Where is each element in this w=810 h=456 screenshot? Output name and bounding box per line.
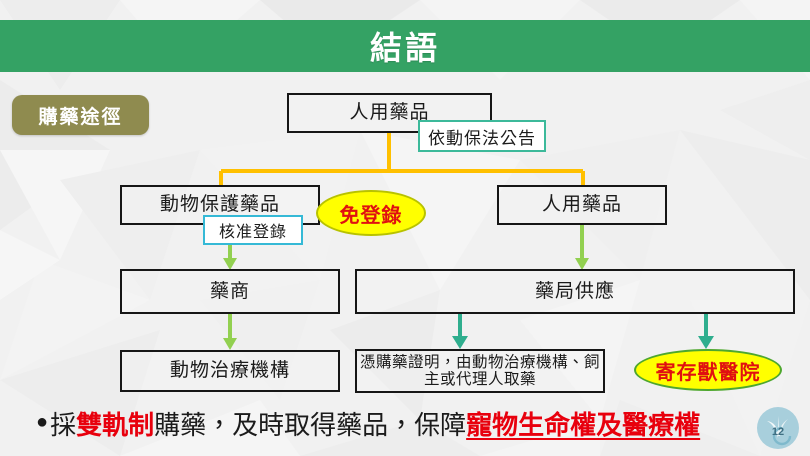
box-drug-dealer: 藥商 (120, 269, 340, 314)
note-approval-registration: 核准登錄 (203, 215, 303, 245)
conclusion-highlight-pet-rights: 寵物生命權及醫療權 (466, 410, 701, 440)
box-pharmacy-supply: 藥局供應 (355, 269, 795, 314)
ellipse-no-registration: 免登錄 (316, 190, 426, 236)
section-badge-purchase-route: 購藥途徑 (12, 95, 149, 135)
note-animal-protection-act-announcement: 依動保法公告 (418, 120, 546, 152)
ellipse-deposit-vet-hospital: 寄存獸醫院 (634, 349, 782, 391)
organization-logo-icon (756, 406, 800, 450)
conclusion-part-1: 採 (50, 410, 77, 440)
conclusion-highlight-dual-track: 雙軌制 (76, 410, 155, 440)
box-purchase-proof-note: 憑購藥證明，由動物治療機構、飼主或代理人取藥 (355, 349, 605, 393)
box-animal-treatment-institution: 動物治療機構 (120, 350, 340, 392)
conclusion-sentence: ● 採 雙軌制 購藥，及時取得藥品，保障 寵物生命權及醫療權 (36, 401, 766, 446)
title-bar (0, 20, 810, 72)
conclusion-part-2: 購藥，及時取得藥品，保障 (154, 410, 467, 440)
bullet-glyph-icon: ● (36, 410, 49, 433)
page-title: 結語 (369, 30, 440, 66)
page-number: 12 (771, 426, 785, 438)
box-human-drug-mid: 人用藥品 (497, 185, 667, 225)
